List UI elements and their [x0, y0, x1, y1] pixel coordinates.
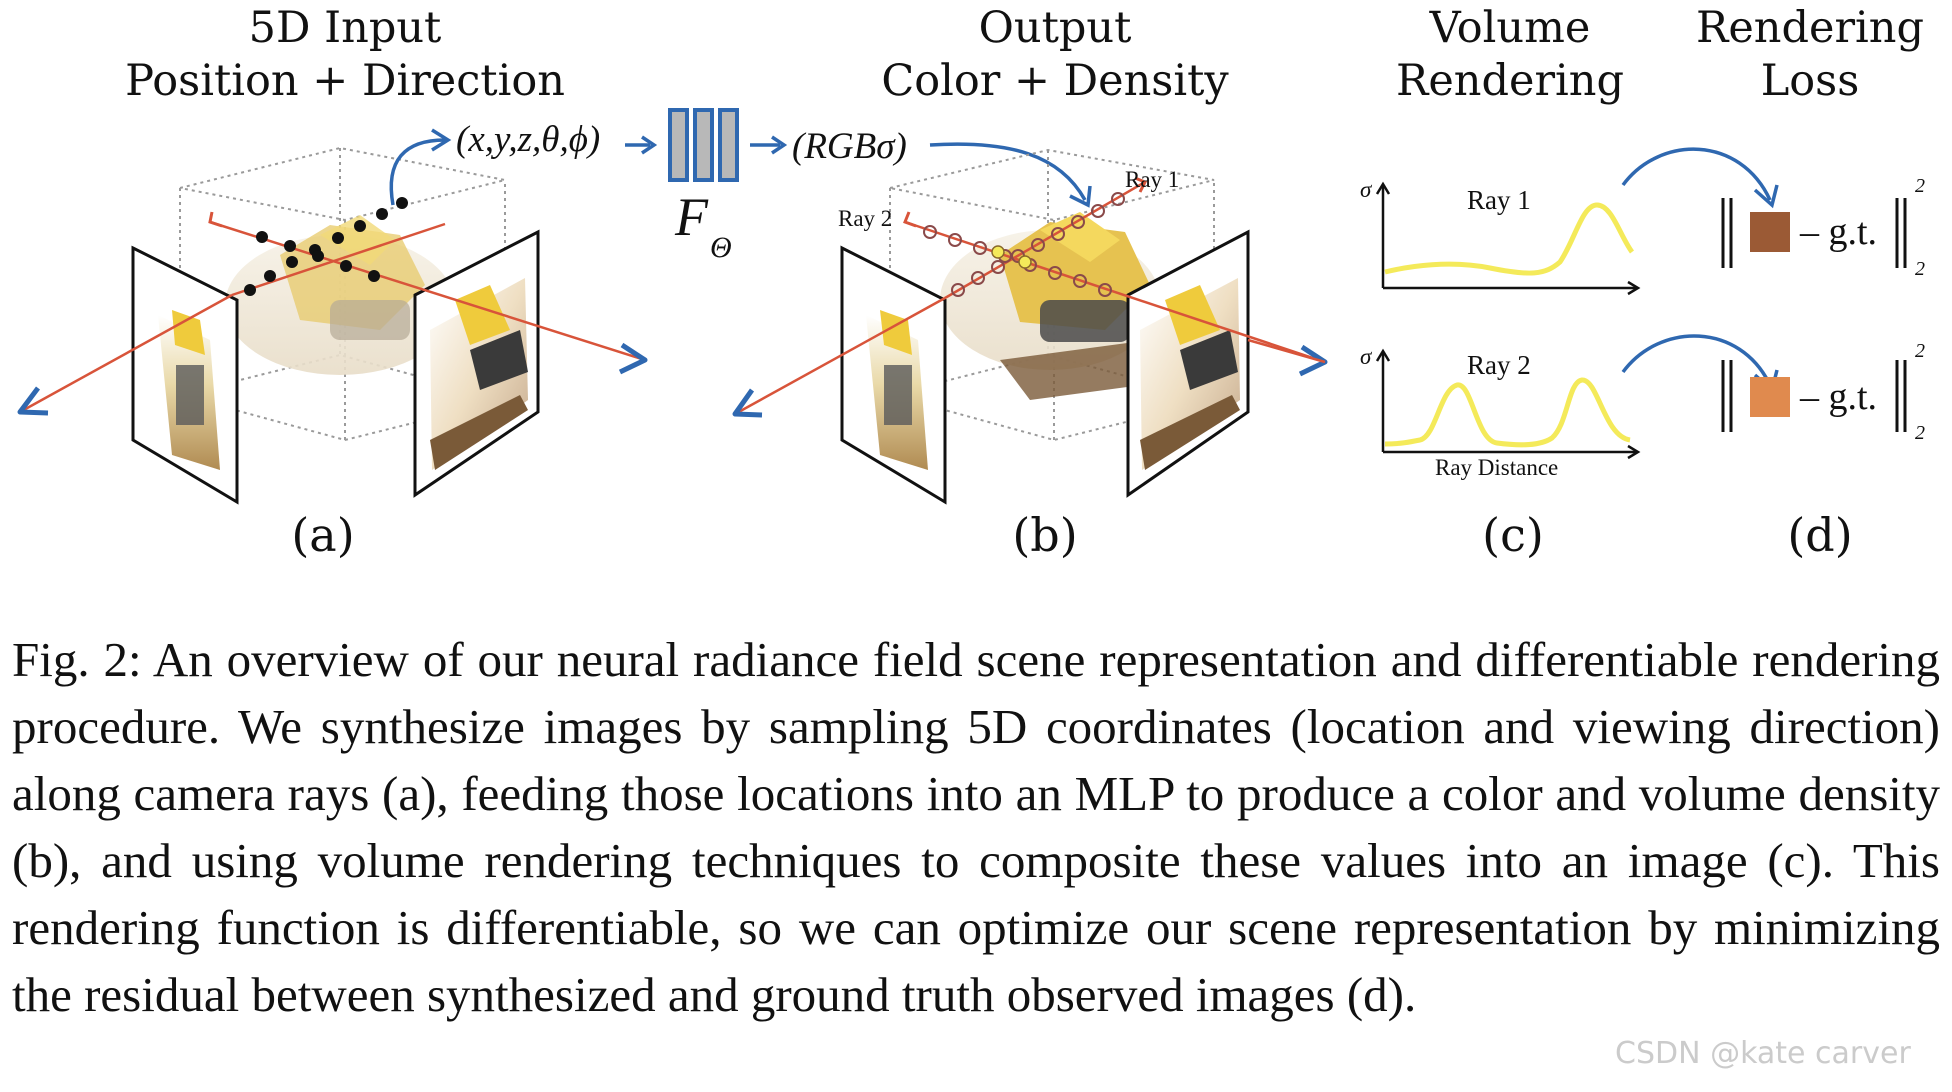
heading-output: Output Color + Density — [805, 2, 1305, 108]
figure-caption: Fig. 2: An overview of our neural radian… — [12, 626, 1940, 1028]
heading-volume-line2: Rendering — [1395, 56, 1625, 106]
loss-sub-top: 2 — [1915, 258, 1925, 280]
heading-rendering-loss: Rendering Loss — [1670, 2, 1950, 108]
network-label-f: F — [675, 187, 708, 247]
heading-volume-rendering: Volume Rendering — [1360, 2, 1660, 108]
panel-label-a: (a) — [291, 508, 355, 562]
heading-output-line2: Color + Density — [881, 56, 1229, 106]
heading-output-line1: Output — [978, 3, 1132, 53]
heading-loss-line2: Loss — [1760, 56, 1860, 106]
predicted-color-swatch-ray2 — [1750, 377, 1790, 417]
caption-text: An overview of our neural radiance field… — [12, 632, 1940, 1022]
heading-input-line2: Position + Direction — [125, 56, 565, 106]
loss-sup-bottom: 2 — [1915, 340, 1925, 362]
density-plot-title-ray1: Ray 1 — [1467, 185, 1531, 215]
diagram-svg — [17, 108, 1907, 505]
panel-c-density-plots — [1375, 181, 1641, 460]
loss-term-bottom: – g.t. — [1800, 376, 1878, 418]
loss-term-top: – g.t. — [1800, 211, 1878, 253]
ray2-label: Ray 2 — [838, 206, 893, 231]
input-vector-label: (x,y,z,θ,ϕ) — [456, 119, 601, 160]
panel-a-scene — [17, 128, 648, 505]
heading-volume-line1: Volume — [1429, 3, 1591, 53]
heading-input-line1: 5D Input — [248, 3, 442, 53]
panel-label-d: (d) — [1787, 508, 1853, 562]
panel-label-c: (c) — [1482, 508, 1544, 562]
network-label: FΘ — [675, 186, 732, 264]
loss-sup-top: 2 — [1915, 175, 1925, 197]
density-axis-top: σ — [1360, 177, 1372, 202]
ray1-label: Ray 1 — [1125, 167, 1180, 192]
mlp-pipeline — [625, 108, 1092, 208]
network-label-subscript: Θ — [710, 231, 732, 264]
panel-b-scene — [732, 148, 1328, 505]
heading-loss-line1: Rendering — [1695, 3, 1925, 53]
loss-sub-bottom: 2 — [1915, 422, 1925, 444]
figure: 5D Input Position + Direction Output Col… — [17, 2, 1950, 562]
heading-input: 5D Input Position + Direction — [90, 2, 600, 108]
density-plot-xlabel: Ray Distance — [1435, 455, 1559, 480]
panel-label-b: (b) — [1012, 508, 1078, 562]
panel-d-loss — [1621, 147, 1907, 432]
output-vector-label: (RGBσ) — [792, 126, 907, 167]
density-axis-bottom: σ — [1360, 344, 1372, 369]
caption-label: Fig. 2: — [12, 632, 142, 687]
density-plot-title-ray2: Ray 2 — [1467, 350, 1531, 380]
watermark: CSDN @kate carver — [1615, 1036, 1911, 1071]
predicted-color-swatch-ray1 — [1750, 212, 1790, 252]
